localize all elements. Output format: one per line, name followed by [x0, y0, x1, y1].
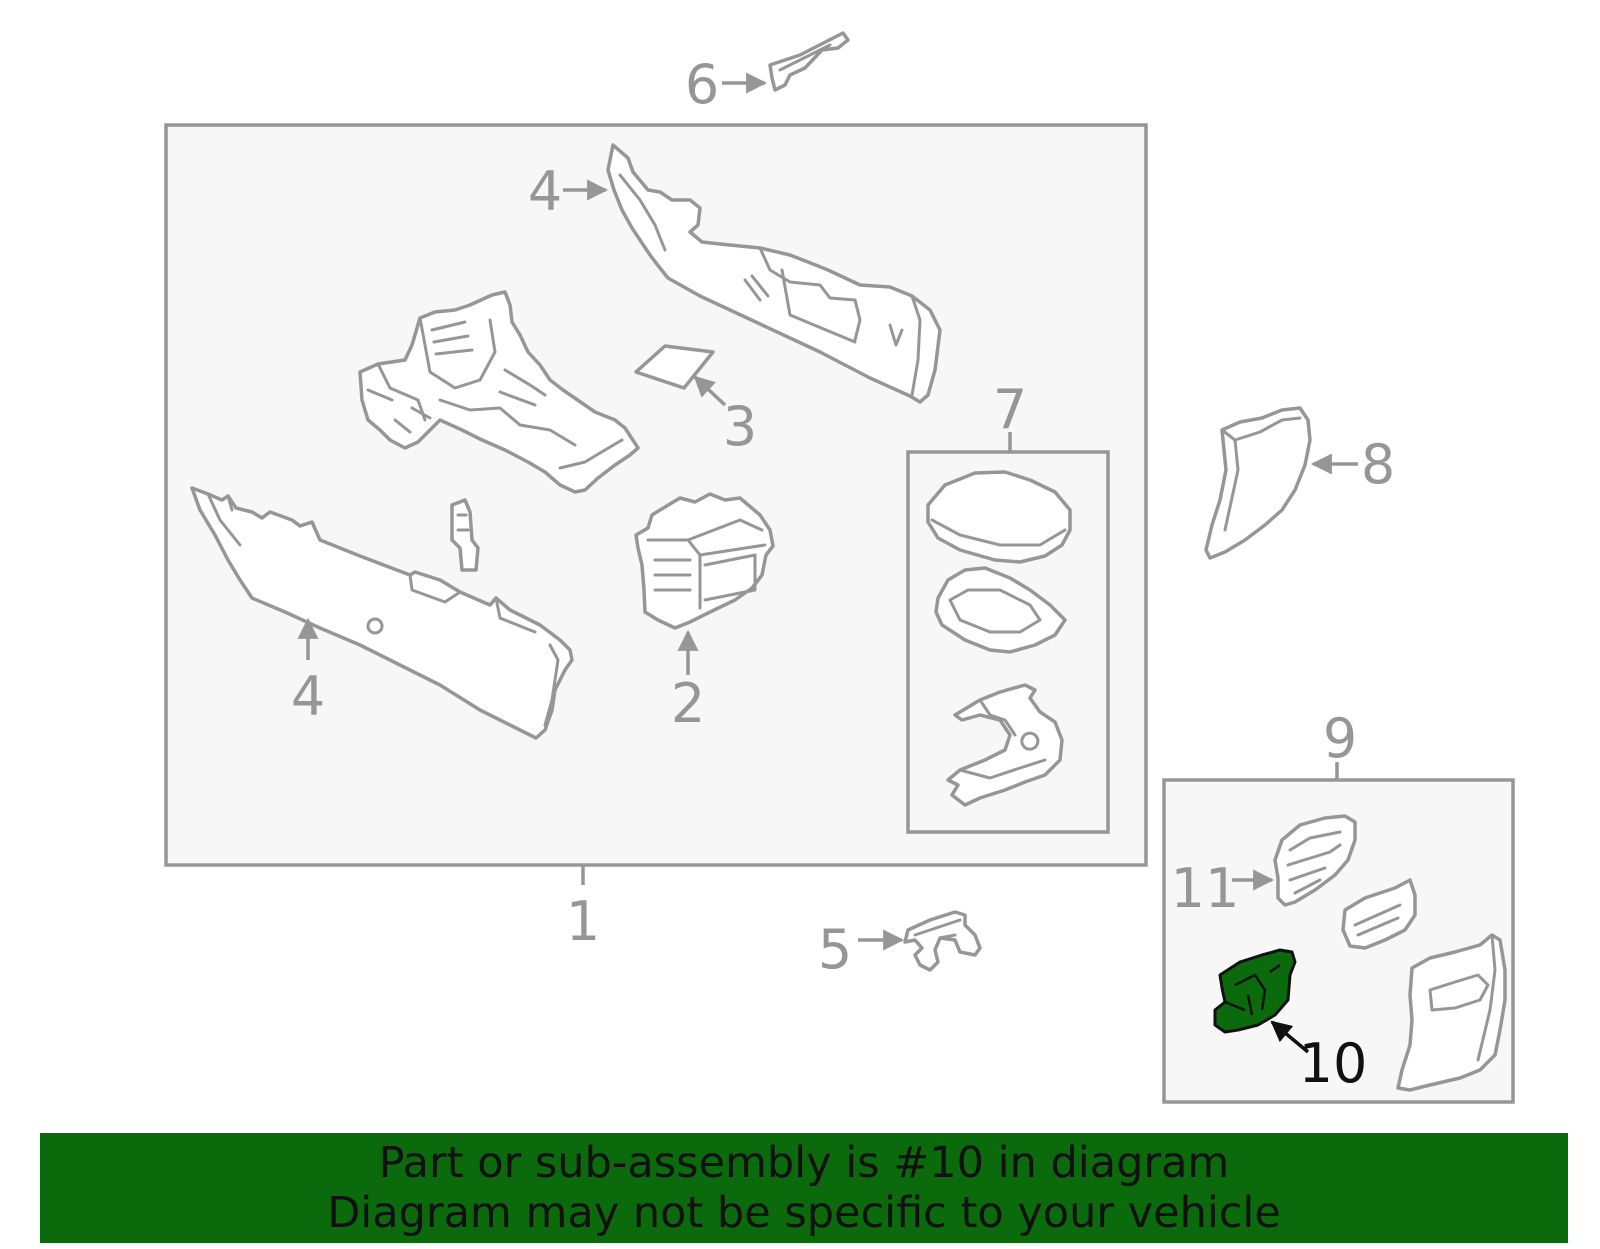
callout-11: 11 — [1171, 857, 1240, 920]
callout-3: 3 — [723, 395, 757, 458]
info-banner: Part or sub-assembly is #10 in diagram D… — [40, 1133, 1568, 1243]
part-4-right-panel — [606, 143, 942, 404]
part-10-highlighted-switch — [1213, 948, 1297, 1034]
callout-2: 2 — [671, 672, 705, 735]
callout-5: 5 — [818, 918, 852, 981]
part-5-clip — [903, 910, 982, 972]
leader-10 — [1270, 1020, 1310, 1054]
banner-line-1: Part or sub-assembly is #10 in diagram — [378, 1138, 1230, 1188]
part-7-bracket — [946, 683, 1064, 807]
callout-1: 1 — [566, 890, 600, 953]
part-11-bezel — [1273, 814, 1357, 907]
callout-4-bottom: 4 — [291, 665, 325, 728]
callout-4-top: 4 — [528, 160, 562, 223]
part-7-armrest-lid — [926, 470, 1072, 564]
callout-6: 6 — [685, 53, 719, 116]
callout-10: 10 — [1299, 1032, 1368, 1095]
part-7-hinge — [934, 566, 1067, 654]
small-clip — [450, 498, 480, 572]
leader-3 — [693, 375, 727, 407]
callout-7: 7 — [993, 378, 1027, 441]
rear-trim — [1396, 933, 1507, 1092]
part-6-bracket — [768, 31, 850, 92]
banner-line-2: Diagram may not be specific to your vehi… — [327, 1188, 1281, 1238]
part-2-bracket — [634, 492, 775, 630]
part-3-pad — [634, 344, 715, 390]
small-insert — [1341, 878, 1417, 950]
console-body — [358, 290, 640, 494]
callout-8: 8 — [1361, 433, 1395, 496]
callout-9: 9 — [1323, 707, 1357, 770]
part-8-trim-panel — [1204, 406, 1312, 560]
